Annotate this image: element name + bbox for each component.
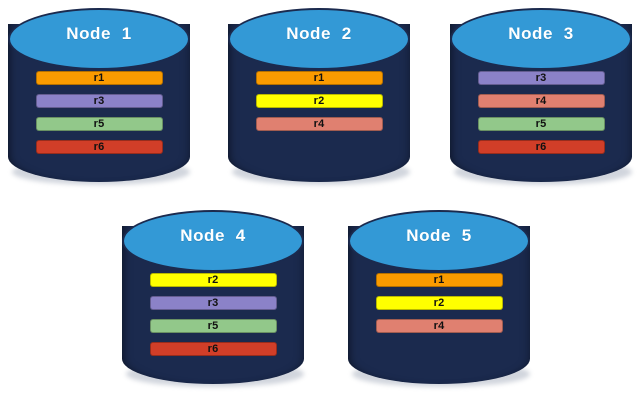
replica-bar[interactable]: r5 bbox=[149, 319, 277, 333]
replica-bar[interactable]: r2 bbox=[149, 273, 277, 287]
cylinder-top-ellipse bbox=[228, 8, 410, 70]
cylinder-top-ellipse bbox=[8, 8, 190, 70]
cylinder-top-ellipse bbox=[122, 210, 304, 272]
replica-list: r1 r2 r4 bbox=[228, 71, 410, 131]
replica-bar[interactable]: r6 bbox=[35, 140, 163, 154]
database-node-cylinder[interactable]: Node 5 r1 r2 r4 bbox=[348, 210, 530, 387]
database-node-cylinder[interactable]: Node 3 r3 r4 r5 r6 bbox=[450, 8, 632, 185]
replica-bar[interactable]: r1 bbox=[255, 71, 383, 85]
replica-bar[interactable]: r3 bbox=[35, 94, 163, 108]
replica-bar[interactable]: r1 bbox=[35, 71, 163, 85]
database-node-cylinder[interactable]: Node 1 r1 r3 r5 r6 bbox=[8, 8, 190, 185]
cylinder-top-ellipse bbox=[348, 210, 530, 272]
replica-bar[interactable]: r5 bbox=[477, 117, 605, 131]
replica-bar[interactable]: r2 bbox=[375, 296, 503, 310]
replica-bar[interactable]: r2 bbox=[255, 94, 383, 108]
replica-bar[interactable]: r3 bbox=[149, 296, 277, 310]
node-label: Node 4 bbox=[180, 226, 246, 245]
replica-bar[interactable]: r6 bbox=[149, 342, 277, 356]
replica-bar[interactable]: r5 bbox=[35, 117, 163, 131]
database-node-cylinder[interactable]: Node 2 r1 r2 r4 bbox=[228, 8, 410, 185]
replica-bar[interactable]: r1 bbox=[375, 273, 503, 287]
replica-bar[interactable]: r4 bbox=[255, 117, 383, 131]
replica-bar[interactable]: r4 bbox=[375, 319, 503, 333]
node-label: Node 3 bbox=[508, 24, 574, 43]
replica-list: r1 r2 r4 bbox=[348, 273, 530, 333]
replica-bar[interactable]: r6 bbox=[477, 140, 605, 154]
cylinder-top-ellipse bbox=[450, 8, 632, 70]
replica-list: r3 r4 r5 r6 bbox=[450, 71, 632, 154]
node-label: Node 2 bbox=[286, 24, 352, 43]
replica-list: r1 r3 r5 r6 bbox=[8, 71, 190, 154]
database-node-cylinder[interactable]: Node 4 r2 r3 r5 r6 bbox=[122, 210, 304, 387]
replica-bar[interactable]: r3 bbox=[477, 71, 605, 85]
node-label: Node 5 bbox=[406, 226, 472, 245]
node-label: Node 1 bbox=[66, 24, 132, 43]
replica-bar[interactable]: r4 bbox=[477, 94, 605, 108]
replica-list: r2 r3 r5 r6 bbox=[122, 273, 304, 356]
